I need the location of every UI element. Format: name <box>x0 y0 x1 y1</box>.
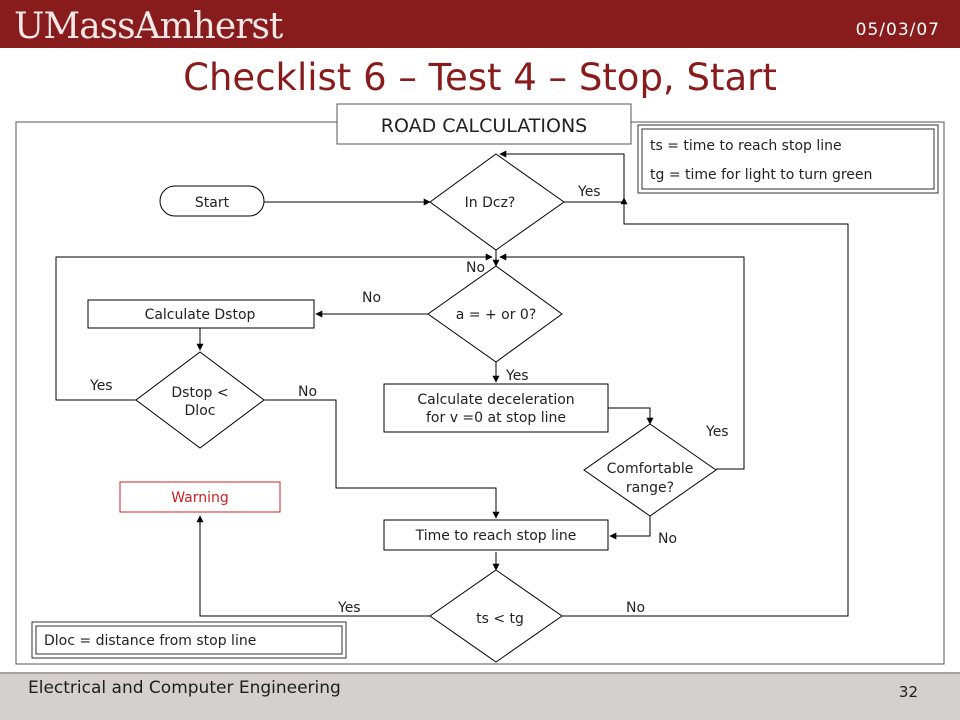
accel-decision: a = + or 0? <box>427 265 563 363</box>
label-comfortable-no: No <box>658 531 677 547</box>
calc-decel-box: Calculate deceleration for v =0 at stop … <box>383 383 609 433</box>
calc-decel-line1: Calculate deceleration <box>417 392 574 408</box>
legend-ts: ts = time to reach stop line <box>650 138 842 154</box>
time-to-stop-label: Time to reach stop line <box>415 528 577 544</box>
label-dcz-yes: Yes <box>577 184 601 200</box>
umass-amherst-logo: UMassAmherst <box>14 6 283 47</box>
footer-divider <box>0 672 960 674</box>
legend-tg: tg = time for light to turn green <box>650 167 872 183</box>
edge-comfort-yes <box>499 253 745 470</box>
label-ts-yes: Yes <box>337 600 361 616</box>
department-name: Electrical and Computer Engineering <box>28 678 341 698</box>
legend-top: ts = time to reach stop line tg = time f… <box>637 124 939 194</box>
comfortable-decision: Comfortable range? <box>583 423 717 517</box>
label-ts-no: No <box>626 600 645 616</box>
label-dstop-no: No <box>298 384 317 400</box>
ts-tg-decision: ts < tg <box>429 569 563 663</box>
frame-title-box <box>336 103 632 145</box>
start-label: Start <box>195 195 230 211</box>
footer-bar <box>0 672 960 720</box>
legend-bottom: Dloc = distance from stop line <box>31 621 347 659</box>
label-accel-yes: Yes <box>505 368 529 384</box>
label-comfortable-yes: Yes <box>705 424 729 440</box>
calc-dstop-label: Calculate Dstop <box>145 307 256 323</box>
label-dcz-no: No <box>466 260 485 276</box>
header-bar: UMassAmherst 05/03/07 <box>0 0 960 48</box>
dstop-label-line2: Dloc <box>185 403 216 419</box>
edge-ts-yes <box>196 515 430 617</box>
edge-dstop-yes <box>55 253 493 401</box>
frame-title: ROAD CALCULATIONS <box>381 115 588 137</box>
page-number: 32 <box>898 683 918 701</box>
calc-decel-line2: for v =0 at stop line <box>426 410 566 426</box>
edge-decel-to-comfort <box>608 407 654 425</box>
slide-title: Checklist 6 – Test 4 – Stop, Start <box>183 56 777 99</box>
label-accel-no: No <box>362 290 381 306</box>
comfortable-line1: Comfortable <box>607 461 694 477</box>
edge-comfort-no <box>609 516 651 540</box>
in-dcz-label: In Dcz? <box>465 195 516 211</box>
label-dstop-yes: Yes <box>89 378 113 394</box>
ts-tg-label: ts < tg <box>476 611 524 627</box>
edge-loop-to-dcz <box>499 150 625 224</box>
in-dcz-decision: In Dcz? <box>429 153 565 251</box>
start-node: Start <box>159 185 265 217</box>
dstop-decision: Dstop < Dloc <box>135 351 265 449</box>
edge-dstop-no <box>264 399 500 519</box>
comfortable-line2: range? <box>626 480 674 496</box>
warning-label: Warning <box>171 490 229 506</box>
dstop-label-line1: Dstop < <box>171 385 228 401</box>
accel-label: a = + or 0? <box>456 307 537 323</box>
slide-date: 05/03/07 <box>855 20 940 40</box>
legend-dloc: Dloc = distance from stop line <box>44 633 256 649</box>
calc-dstop-box: Calculate Dstop <box>87 299 315 329</box>
time-to-stop-box: Time to reach stop line <box>383 519 609 551</box>
warning-box: Warning <box>119 481 281 513</box>
